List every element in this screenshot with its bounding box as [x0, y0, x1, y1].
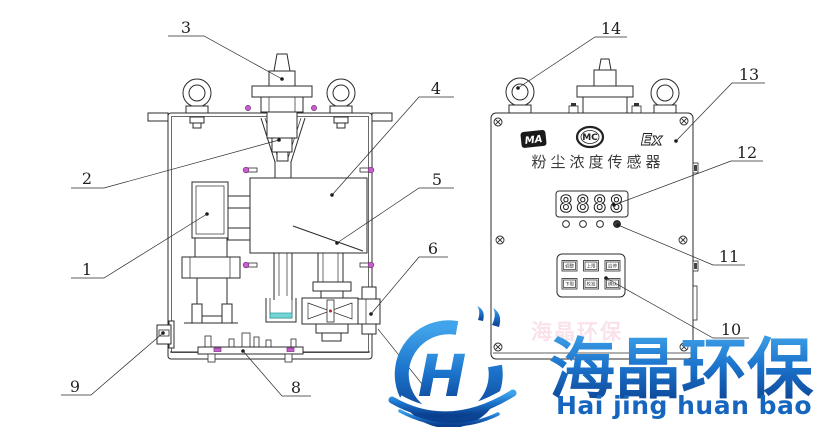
right-front-view: MA MC Ex 粉尘浓度传感器 8888 调整 — [490, 58, 699, 360]
svg-text:调整: 调整 — [565, 263, 574, 270]
logo-name-chinese: 海晶环保 — [549, 331, 814, 408]
side-hinge-hardware — [692, 162, 699, 321]
sensor-module — [181, 181, 241, 324]
down-tube-right — [312, 253, 352, 299]
svg-text:8: 8 — [291, 378, 301, 397]
module-arm-lower — [227, 227, 251, 241]
svg-text:启停: 启停 — [608, 263, 617, 270]
logo-swoosh-main — [388, 389, 517, 419]
logo-flame-2 — [492, 308, 501, 327]
button-adjust: 调整 — [561, 260, 578, 272]
eyebolt-right — [326, 78, 356, 129]
svg-text:1: 1 — [82, 260, 92, 279]
callout-4: 4 — [330, 79, 454, 197]
svg-text:上限: 上限 — [587, 263, 596, 270]
ma-mark-text: MA — [524, 134, 543, 147]
inlet-assembly-front — [568, 58, 642, 114]
svg-text:9: 9 — [70, 377, 80, 396]
logo-emblem: H — [388, 306, 517, 427]
circuit-board — [197, 332, 304, 363]
module-arm-upper — [227, 195, 251, 209]
outlet-bracket-bottom — [361, 323, 377, 335]
fastener-bolts — [242, 105, 375, 269]
logo-initial: H — [418, 342, 467, 410]
callout-12: 12 — [612, 143, 763, 207]
svg-text:14: 14 — [601, 19, 621, 38]
outlet-bracket-top — [361, 286, 377, 300]
callout-1: 1 — [71, 212, 209, 279]
company-logo: H 海晶环保 Hai jing huan bao — [388, 306, 814, 427]
callout-14: 14 — [516, 19, 627, 90]
enclosure-front-view — [490, 112, 694, 360]
left-section-view — [147, 53, 393, 363]
svg-text:12: 12 — [737, 143, 757, 162]
svg-text:3: 3 — [181, 18, 191, 37]
faint-red-stamp: 海晶环保 — [531, 320, 623, 344]
fan-assembly — [301, 286, 381, 342]
digital-display: 8888 — [555, 190, 629, 219]
svg-text:5: 5 — [432, 170, 442, 189]
button-upper-limit: 上限 — [583, 260, 599, 272]
mc-mark-text: MC — [582, 133, 598, 143]
status-leds — [562, 220, 621, 228]
svg-text:11: 11 — [719, 247, 739, 266]
logo-swoosh-gap — [398, 388, 508, 414]
logo-swoosh-tail — [398, 409, 500, 427]
button-calibrate: 校准 — [583, 278, 599, 290]
svg-text:确认: 确认 — [608, 281, 617, 288]
svg-text:13: 13 — [739, 65, 759, 84]
button-confirm: 确认 — [604, 278, 621, 290]
svg-text:下限: 下限 — [565, 281, 574, 288]
callout-11: 11 — [616, 223, 745, 266]
button-lower-limit: 下限 — [561, 278, 578, 290]
measuring-chamber — [249, 177, 368, 254]
funnel-nozzle — [260, 111, 306, 178]
fan-hub — [329, 309, 332, 313]
callout-10: 10 — [604, 276, 749, 339]
liquid-cup — [265, 298, 297, 323]
button-start-stop: 启停 — [604, 260, 621, 272]
display-digits: 8888 — [559, 192, 626, 218]
down-tube-left — [273, 253, 293, 300]
logo-name-pinyin: Hai jing huan bao — [556, 391, 812, 420]
callout-8: 8 — [241, 349, 311, 397]
fan-blade-left — [307, 302, 332, 320]
svg-text:4: 4 — [431, 79, 441, 98]
cable-gland — [156, 320, 175, 349]
mc-certification-emblem: MC — [575, 125, 605, 149]
inlet-assembly — [251, 53, 313, 113]
liquid-level — [269, 312, 293, 319]
panel-screws — [493, 116, 689, 352]
product-title: 粉尘浓度传感器 — [531, 153, 664, 171]
callout-9: 9 — [61, 331, 165, 396]
callout-13: 13 — [674, 65, 765, 143]
ex-mark-text: Ex — [641, 130, 663, 149]
svg-text:校准: 校准 — [587, 281, 596, 288]
mount-tab-left — [147, 112, 169, 122]
led-1 — [562, 220, 570, 228]
callout-2: 2 — [71, 138, 281, 189]
fan-blade-right — [328, 302, 353, 320]
air-outlet-box — [357, 298, 381, 325]
led-3 — [596, 220, 604, 228]
logo-flame-1 — [477, 306, 484, 321]
led-2 — [579, 220, 587, 228]
svg-text:10: 10 — [721, 320, 741, 339]
button-panel: 调整 上限 启停 下限 校准 确认 — [556, 253, 626, 298]
eyebolt-left — [182, 78, 212, 129]
callout-5: 5 — [335, 170, 454, 245]
svg-text:2: 2 — [82, 169, 92, 188]
deflector-plate — [292, 225, 364, 252]
mount-tab-right — [371, 112, 393, 122]
eyebolt-right-front — [650, 78, 680, 114]
ma-certification-badge: MA — [520, 129, 547, 148]
svg-text:6: 6 — [428, 239, 438, 258]
callout-3: 3 — [168, 18, 284, 81]
eyebolt-left-front — [505, 77, 535, 114]
callout-6: 6 — [369, 239, 448, 316]
callout-annotations: 3 2 1 4 5 6 8 9 — [61, 18, 765, 397]
